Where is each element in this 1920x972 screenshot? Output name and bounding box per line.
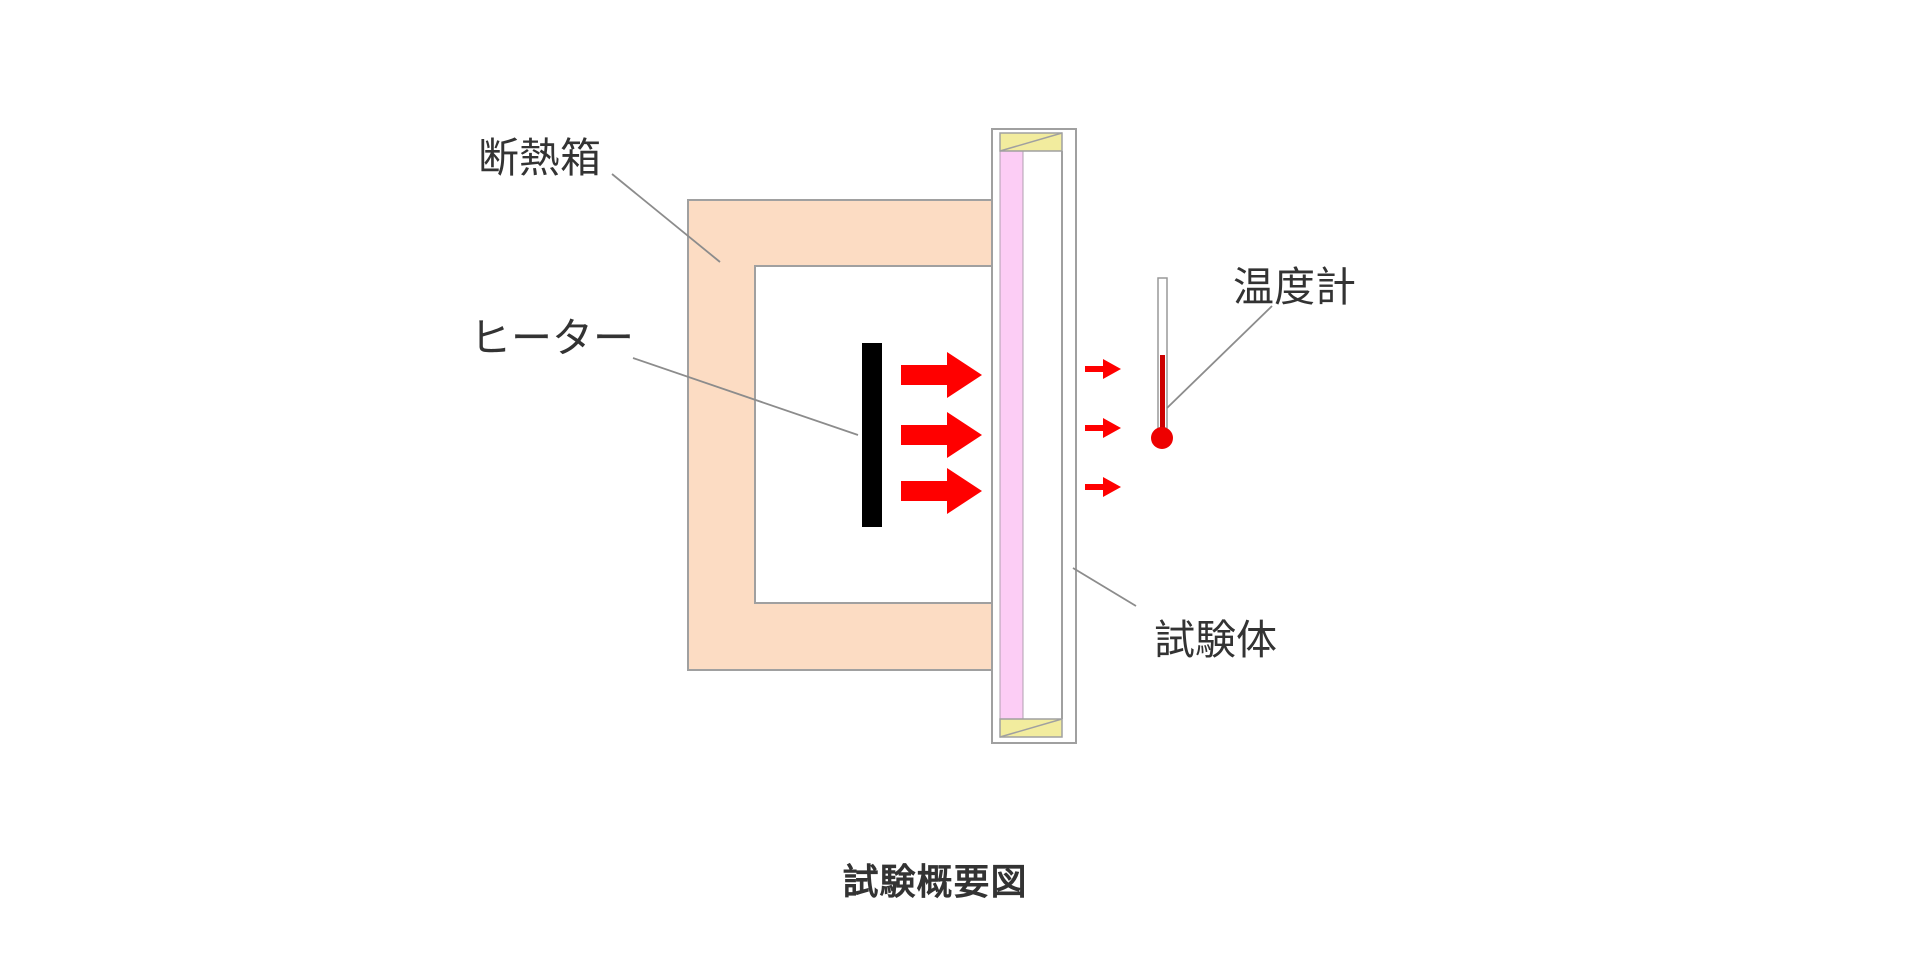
top-spacer-diagonal	[999, 132, 1063, 152]
bottom-spacer-diagonal	[999, 718, 1063, 738]
specimen-pink-layer	[999, 150, 1024, 720]
heat-arrow-3	[901, 468, 982, 514]
leader-thermometer	[1166, 305, 1273, 409]
heat-arrow-1	[901, 352, 982, 398]
thermometer-liquid	[1160, 355, 1165, 430]
leader-specimen	[1072, 567, 1137, 607]
leader-lines	[611, 173, 1273, 607]
leader-heater	[632, 357, 859, 436]
figure-caption: 試験概要図	[842, 862, 1028, 903]
heat-arrow-2	[901, 412, 982, 458]
small-arrow-2	[1085, 418, 1121, 438]
thermometer-bulb	[1151, 427, 1173, 449]
heat-arrows-outside	[1085, 359, 1121, 497]
specimen	[991, 128, 1077, 744]
label-specimen: 試験体	[1154, 616, 1277, 664]
thermometer-icon	[1151, 277, 1173, 449]
small-arrow-3	[1085, 477, 1121, 497]
label-thermometer: 温度計	[1233, 263, 1356, 311]
small-arrow-1	[1085, 359, 1121, 379]
label-heater: ヒーター	[470, 314, 634, 362]
heater-plate	[862, 343, 882, 527]
heat-arrows-inside	[901, 352, 982, 514]
leader-insulation-box	[611, 173, 721, 263]
label-insulation-box: 断熱箱	[478, 134, 601, 182]
